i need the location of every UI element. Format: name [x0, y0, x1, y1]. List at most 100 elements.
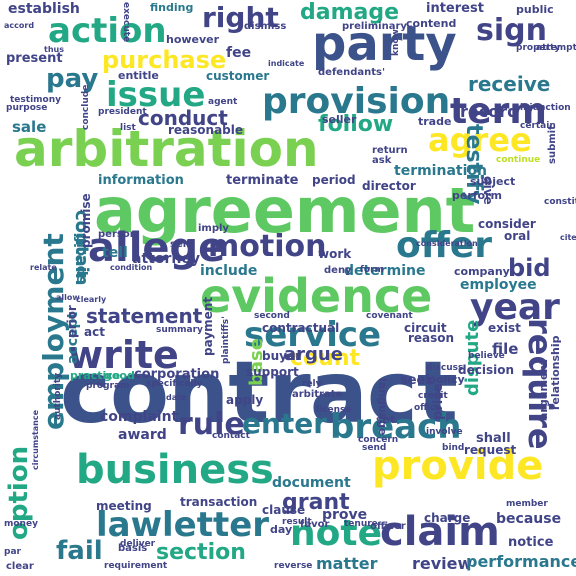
word-include: include [200, 263, 258, 279]
word-party: party [312, 16, 457, 72]
word-argue: argue [284, 344, 343, 365]
word-determine: determine [344, 263, 426, 279]
word-support: support [246, 365, 299, 379]
word-second: second [254, 311, 290, 321]
word-director: director [362, 179, 416, 193]
word-requirement: requirement [104, 561, 168, 571]
word-interest: interest [426, 1, 484, 16]
word-date: date [166, 393, 187, 402]
word-charge: charge [424, 511, 471, 525]
word-clearly: clearly [76, 295, 107, 304]
word-breach: breach [330, 407, 462, 447]
word-authority: authority [53, 372, 63, 420]
word-circumstance: circumstance [31, 409, 40, 470]
word-relationship: relationship [549, 335, 562, 410]
word-seller: seller [322, 113, 357, 126]
word-send: send [362, 443, 387, 453]
word-document: document [272, 475, 351, 491]
word-purpose: purpose [6, 103, 48, 113]
word-deny: deny [324, 265, 352, 276]
word-file: file [492, 340, 519, 358]
word-execute: execute [121, 2, 131, 43]
word-price: price [431, 383, 446, 420]
word-license: license [316, 405, 352, 415]
word-service: service [244, 315, 382, 355]
word-defendants: defendants' [318, 67, 386, 78]
word-review: review [412, 554, 473, 573]
word-result: result [282, 517, 312, 527]
word-covenant: covenant [366, 311, 413, 321]
word-year: year [470, 287, 560, 328]
word-trade: trade [418, 115, 452, 128]
word-count: count [290, 346, 360, 371]
word-entitle: entitle [118, 69, 159, 82]
word-know: know [391, 29, 401, 56]
word-matter: matter [316, 554, 378, 573]
word-exist: exist [488, 321, 521, 335]
word-conclude: conclude [81, 84, 91, 130]
word-motion: motion [208, 229, 327, 264]
word-agreement: agreement [94, 174, 476, 247]
word-contend: contend [406, 17, 457, 30]
word-oral: oral [504, 229, 531, 243]
word-finding: finding [150, 1, 194, 14]
word-list: list [120, 123, 136, 133]
word-person: person [98, 229, 137, 240]
word-section: section [156, 540, 246, 565]
word-dismiss: dismiss [244, 21, 287, 32]
word-shall: shall [476, 431, 511, 446]
word-believe: believe [468, 351, 505, 361]
word-note: note [290, 513, 382, 554]
word-public: public [516, 3, 554, 16]
word-good: good [104, 369, 135, 382]
word-information: information [98, 173, 184, 188]
word-set: set [376, 413, 396, 426]
word-record: record [460, 102, 519, 121]
word-arbitration: arbitration [14, 120, 319, 178]
word-credit: credit [418, 391, 448, 401]
word-attorney: attorney [132, 251, 200, 267]
word-act: act [84, 325, 105, 339]
word-imply: imply [198, 223, 229, 234]
word-relate: relate [30, 263, 57, 272]
word-prove: prove [322, 507, 368, 523]
word-lawletter: lawletter [96, 505, 270, 545]
word-term: term [450, 91, 547, 132]
word-form: form [360, 265, 384, 275]
word-circuit: circuit [404, 321, 447, 335]
word-company: company [454, 265, 510, 278]
word-sale: sale [12, 118, 47, 136]
word-employee: employee [460, 277, 537, 293]
word-contract: contract [60, 343, 458, 443]
word-reasonable: reasonable [168, 123, 244, 137]
word-provide: provide [372, 443, 544, 489]
word-property: property [516, 43, 561, 53]
word-damage: damage [300, 0, 400, 25]
word-thus: thus [44, 45, 64, 54]
word-contractual: contractual [262, 321, 340, 335]
word-favor: favor [300, 519, 330, 530]
word-complaint: complaint [100, 409, 179, 425]
word-member: member [506, 499, 548, 509]
word-grant: grant [282, 490, 350, 515]
word-receive: receive [468, 72, 551, 96]
word-allow: allow [56, 293, 80, 302]
word-prior: prior [65, 305, 79, 338]
word-right: right [202, 1, 279, 34]
word-consider: consider [478, 217, 536, 231]
word-basis: basis [118, 543, 148, 554]
word-provision: provision [262, 81, 451, 122]
word-performance: performance [466, 552, 576, 571]
word-fee: fee [226, 45, 252, 61]
word-attempt: attempt [536, 43, 576, 53]
word-payment: payment [201, 296, 215, 356]
word-rely: rely [302, 379, 322, 389]
word-practice: practice [70, 369, 121, 382]
word-program: program [86, 381, 130, 391]
word-promise: promise [79, 193, 93, 248]
word-statement: statement [86, 304, 203, 328]
word-argument: argument [537, 359, 550, 420]
word-terminate: terminate [226, 173, 299, 188]
word-deliver: deliver [120, 539, 156, 549]
